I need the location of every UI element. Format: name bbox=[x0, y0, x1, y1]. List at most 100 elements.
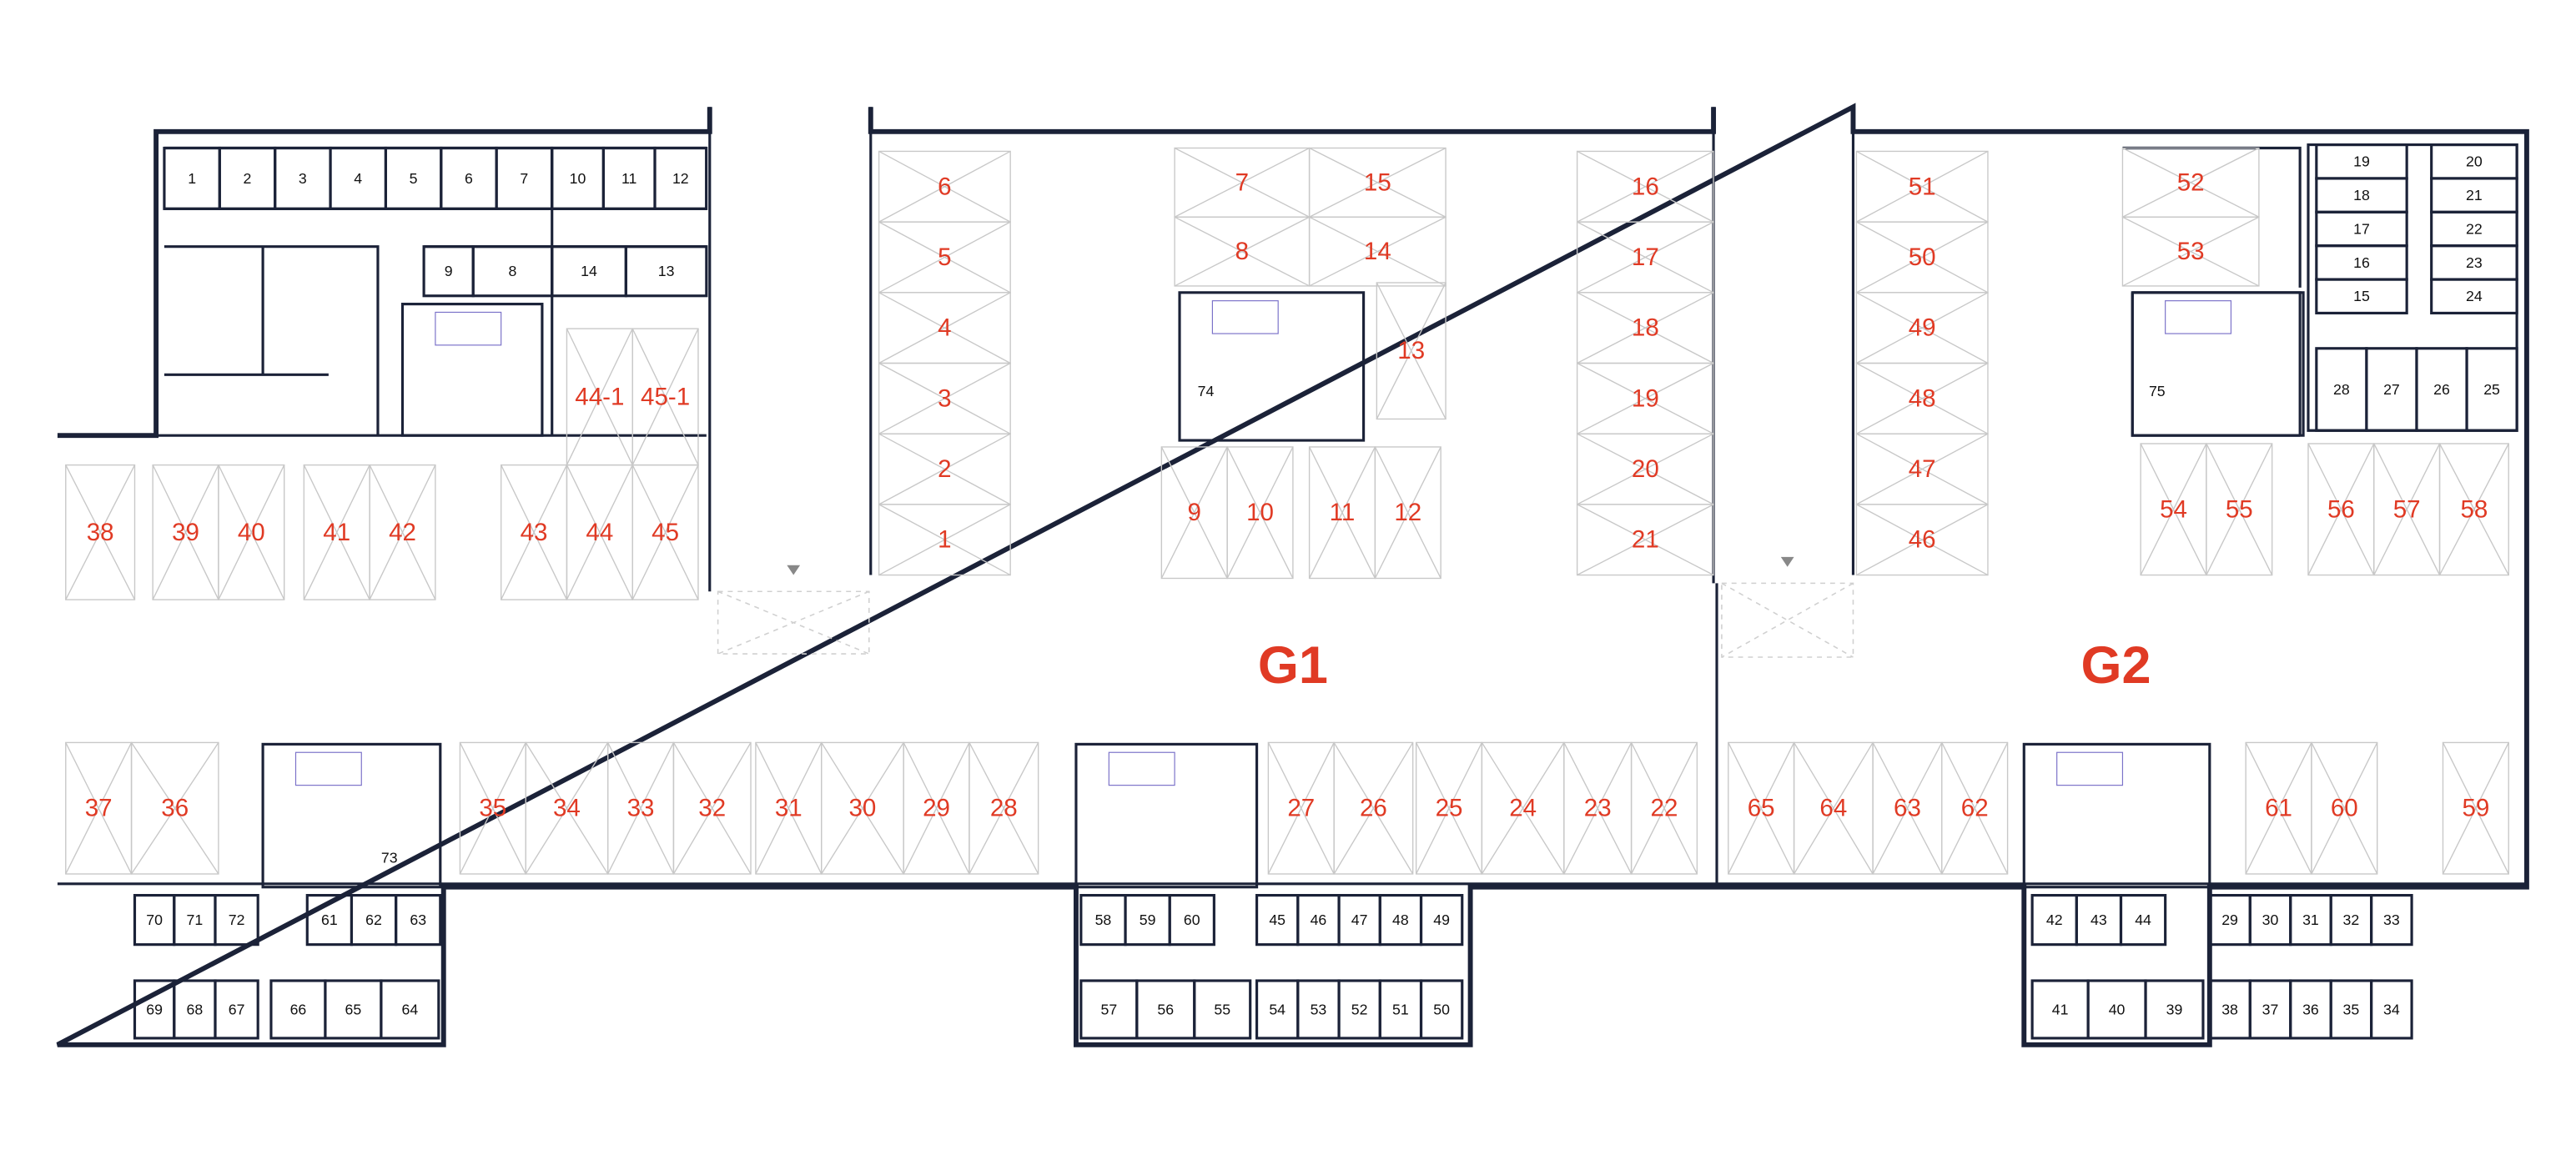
storage-unit[interactable]: 13 bbox=[624, 245, 708, 298]
parking-space[interactable]: 30 bbox=[821, 741, 904, 875]
parking-space[interactable]: 12 bbox=[1374, 446, 1441, 580]
storage-unit[interactable]: 66 bbox=[269, 979, 327, 1040]
parking-space[interactable]: 40 bbox=[218, 464, 285, 600]
parking-space[interactable]: 14 bbox=[1308, 216, 1446, 287]
parking-space[interactable]: 1 bbox=[878, 504, 1011, 576]
storage-unit[interactable]: 62 bbox=[350, 894, 398, 947]
parking-space[interactable]: 64 bbox=[1793, 741, 1874, 875]
parking-space[interactable]: 60 bbox=[2311, 741, 2378, 875]
storage-unit[interactable]: 10 bbox=[551, 146, 605, 210]
storage-unit[interactable]: 2 bbox=[218, 146, 277, 210]
parking-space[interactable]: 36 bbox=[130, 741, 219, 875]
parking-space[interactable]: 2 bbox=[878, 433, 1011, 505]
parking-space[interactable]: 7 bbox=[1174, 147, 1311, 218]
parking-space[interactable]: 4 bbox=[878, 292, 1011, 364]
parking-space[interactable]: 26 bbox=[1333, 741, 1414, 875]
parking-space[interactable]: 44-1 bbox=[566, 328, 633, 466]
parking-space[interactable]: 5 bbox=[878, 221, 1011, 294]
parking-space[interactable]: 23 bbox=[1563, 741, 1633, 875]
parking-space[interactable]: 22 bbox=[1630, 741, 1698, 875]
storage-unit[interactable]: 18 bbox=[2315, 177, 2408, 213]
parking-space[interactable]: 62 bbox=[1941, 741, 2009, 875]
storage-unit[interactable]: 58 bbox=[1079, 894, 1127, 947]
parking-space[interactable]: 49 bbox=[1855, 292, 1989, 364]
storage-unit[interactable]: 22 bbox=[2430, 210, 2518, 248]
storage-unit[interactable]: 7 bbox=[495, 146, 554, 210]
storage-unit[interactable]: 51 bbox=[1378, 979, 1423, 1040]
parking-space[interactable]: 18 bbox=[1576, 292, 1714, 364]
storage-unit[interactable]: 70 bbox=[133, 894, 176, 947]
parking-space[interactable]: 52 bbox=[2121, 147, 2260, 218]
storage-unit[interactable]: 38 bbox=[2208, 979, 2251, 1040]
storage-unit[interactable]: 24 bbox=[2430, 278, 2518, 315]
parking-space[interactable]: 48 bbox=[1855, 362, 1989, 434]
parking-space[interactable]: 50 bbox=[1855, 221, 1989, 294]
parking-space[interactable]: 44 bbox=[566, 464, 633, 600]
storage-unit[interactable]: 72 bbox=[214, 894, 259, 947]
parking-space[interactable]: 59 bbox=[2442, 741, 2509, 875]
storage-unit[interactable]: 54 bbox=[1255, 979, 1300, 1040]
storage-unit[interactable]: 17 bbox=[2315, 210, 2408, 248]
storage-unit[interactable]: 31 bbox=[2289, 894, 2332, 947]
parking-space[interactable]: 19 bbox=[1576, 362, 1714, 434]
storage-unit[interactable]: 59 bbox=[1124, 894, 1171, 947]
storage-unit[interactable]: 25 bbox=[2465, 347, 2518, 432]
storage-unit[interactable]: 34 bbox=[2370, 979, 2413, 1040]
parking-space[interactable]: 58 bbox=[2438, 443, 2509, 576]
storage-unit[interactable]: 40 bbox=[2086, 979, 2147, 1040]
storage-unit[interactable]: 23 bbox=[2430, 244, 2518, 281]
storage-unit[interactable]: 46 bbox=[1296, 894, 1341, 947]
storage-unit[interactable]: 36 bbox=[2289, 979, 2332, 1040]
parking-space[interactable]: 43 bbox=[500, 464, 568, 600]
parking-space[interactable]: 45 bbox=[631, 464, 699, 600]
storage-unit[interactable]: 65 bbox=[324, 979, 383, 1040]
parking-space[interactable]: 41 bbox=[303, 464, 370, 600]
parking-space[interactable]: 27 bbox=[1267, 741, 1335, 875]
parking-space[interactable]: 33 bbox=[606, 741, 675, 875]
storage-unit[interactable]: 28 bbox=[2315, 347, 2368, 432]
storage-unit[interactable]: 30 bbox=[2248, 894, 2292, 947]
parking-space[interactable]: 31 bbox=[755, 741, 823, 875]
storage-unit[interactable]: 27 bbox=[2365, 347, 2418, 432]
storage-unit[interactable]: 20 bbox=[2430, 143, 2518, 180]
storage-unit[interactable]: 8 bbox=[471, 245, 554, 298]
storage-unit[interactable]: 12 bbox=[653, 146, 708, 210]
parking-space[interactable]: 45-1 bbox=[631, 328, 699, 466]
storage-unit[interactable]: 39 bbox=[2144, 979, 2205, 1040]
storage-unit[interactable]: 15 bbox=[2315, 278, 2408, 315]
storage-unit[interactable]: 16 bbox=[2315, 244, 2408, 281]
storage-unit[interactable]: 47 bbox=[1337, 894, 1381, 947]
parking-space[interactable]: 61 bbox=[2245, 741, 2312, 875]
parking-space[interactable]: 29 bbox=[903, 741, 970, 875]
storage-unit[interactable]: 29 bbox=[2208, 894, 2251, 947]
parking-space[interactable]: 42 bbox=[369, 464, 436, 600]
storage-unit[interactable]: 56 bbox=[1135, 979, 1196, 1040]
parking-space[interactable]: 15 bbox=[1308, 147, 1446, 218]
parking-space[interactable]: 38 bbox=[65, 464, 136, 600]
parking-space[interactable]: 57 bbox=[2373, 443, 2441, 576]
storage-unit[interactable]: 48 bbox=[1378, 894, 1423, 947]
parking-space[interactable]: 54 bbox=[2140, 443, 2207, 576]
storage-unit[interactable]: 67 bbox=[214, 979, 259, 1040]
storage-unit[interactable]: 57 bbox=[1079, 979, 1139, 1040]
storage-unit[interactable]: 50 bbox=[1419, 979, 1464, 1040]
parking-space[interactable]: 13 bbox=[1376, 282, 1446, 420]
storage-unit[interactable]: 4 bbox=[329, 146, 387, 210]
parking-space[interactable]: 65 bbox=[1728, 741, 1795, 875]
storage-unit[interactable]: 49 bbox=[1419, 894, 1464, 947]
parking-space[interactable]: 37 bbox=[65, 741, 133, 875]
parking-space[interactable]: 3 bbox=[878, 362, 1011, 434]
parking-space[interactable]: 47 bbox=[1855, 433, 1989, 505]
parking-space[interactable]: 34 bbox=[525, 741, 609, 875]
storage-unit[interactable]: 21 bbox=[2430, 177, 2518, 213]
parking-space[interactable]: 8 bbox=[1174, 216, 1311, 287]
parking-space[interactable]: 6 bbox=[878, 150, 1011, 223]
parking-space[interactable]: 10 bbox=[1226, 446, 1294, 580]
storage-unit[interactable]: 68 bbox=[173, 979, 217, 1040]
parking-space[interactable]: 53 bbox=[2121, 216, 2260, 287]
storage-unit[interactable]: 9 bbox=[422, 245, 475, 298]
storage-unit[interactable]: 44 bbox=[2119, 894, 2167, 947]
storage-unit[interactable]: 1 bbox=[163, 146, 221, 210]
parking-space[interactable]: 39 bbox=[152, 464, 219, 600]
storage-unit[interactable]: 60 bbox=[1168, 894, 1215, 947]
